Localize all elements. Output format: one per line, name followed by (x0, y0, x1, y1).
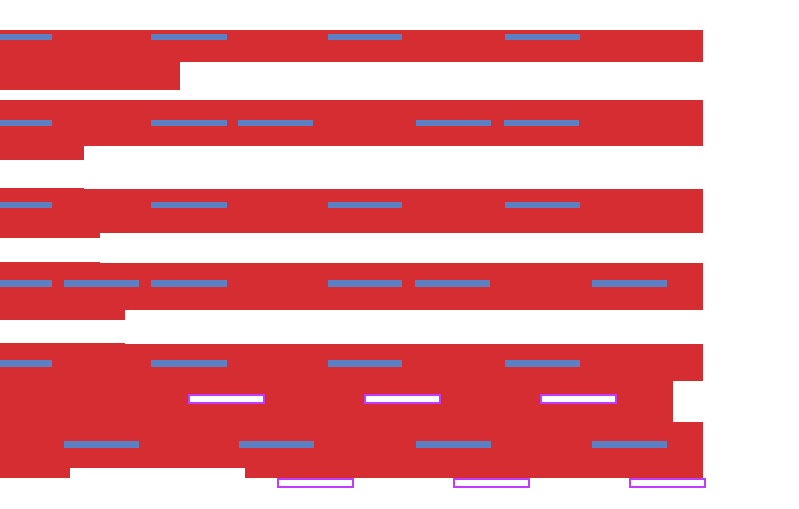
gap-6 (70, 468, 245, 509)
annotation-3 (540, 394, 617, 404)
annotation-5 (453, 478, 530, 488)
mark-r6-4 (592, 441, 667, 448)
mark-r4-3 (151, 280, 227, 287)
mark-r4-6 (592, 280, 667, 287)
band-3 (0, 188, 703, 238)
mark-r4-5 (415, 280, 490, 287)
mark-r6-2 (239, 441, 314, 448)
mark-r1-4 (505, 34, 580, 40)
annotation-4 (277, 478, 354, 488)
mark-r4-2 (64, 280, 139, 287)
annotation-2 (364, 394, 441, 404)
mark-r5-3 (328, 360, 402, 367)
mark-r6-3 (416, 441, 491, 448)
annotation-1 (188, 394, 265, 404)
gap-3 (100, 233, 703, 263)
mark-r4-4 (328, 280, 402, 287)
mark-r3-1 (0, 202, 52, 208)
mark-r6-1 (64, 441, 139, 448)
gap-2 (84, 146, 703, 189)
gap-1 (180, 62, 703, 92)
mark-r2-1 (0, 120, 52, 126)
mark-r1-3 (328, 34, 402, 40)
mark-r2-5 (504, 120, 579, 126)
mark-r3-2 (151, 202, 227, 208)
mark-r5-4 (505, 360, 580, 367)
mark-r5-1 (0, 360, 52, 367)
mark-r3-4 (505, 202, 580, 208)
mark-r1-2 (151, 34, 227, 40)
mark-r2-3 (238, 120, 313, 126)
gap-5 (673, 381, 703, 422)
annotation-6 (629, 478, 706, 488)
mark-r3-3 (328, 202, 402, 208)
mark-r5-2 (151, 360, 227, 367)
mark-r2-4 (416, 120, 491, 126)
mark-r2-2 (151, 120, 227, 126)
mark-r1-1 (0, 34, 52, 40)
gap-4 (125, 310, 703, 344)
mark-r4-1 (0, 280, 52, 287)
